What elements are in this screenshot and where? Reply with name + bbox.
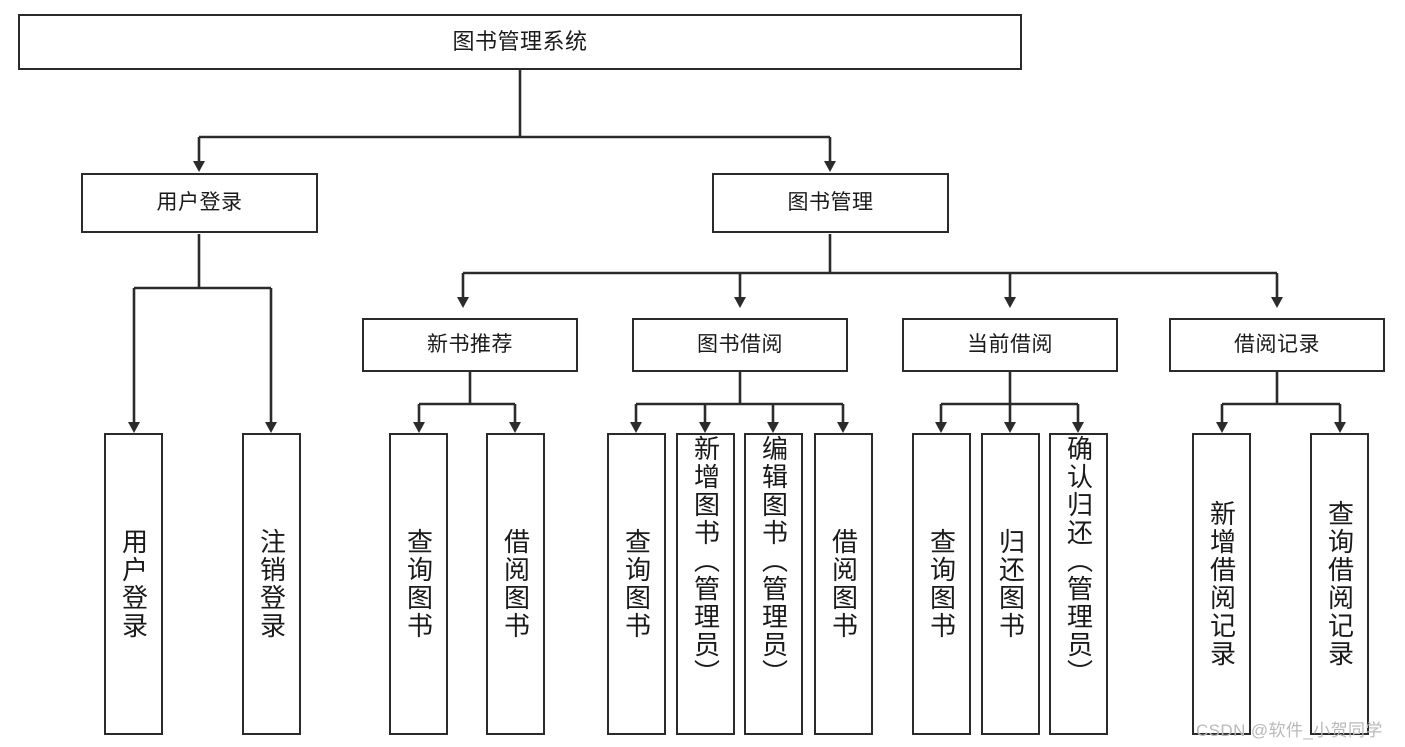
node-label: 确认归还（管理员） [1063,435,1094,687]
node-label: 借阅图书 [828,528,859,640]
node-label: 用户登录 [156,191,243,215]
leaf-borrow-add-book-admin[interactable]: 新增图书（管理员） [676,433,735,735]
leaf-user-login-logout[interactable]: 注销登录 [242,433,301,735]
node-current-borrow[interactable]: 当前借阅 [902,318,1118,372]
leaf-borrow-borrow-book[interactable]: 借阅图书 [814,433,873,735]
node-label: 查询图书 [621,528,652,640]
node-label: 借阅图书 [500,528,531,640]
node-label: 用户登录 [118,528,149,640]
leaf-record-add-record[interactable]: 新增借阅记录 [1192,433,1251,735]
node-label: 归还图书 [995,528,1026,640]
leaf-recommend-query-book[interactable]: 查询图书 [389,433,448,735]
leaf-borrow-edit-book-admin[interactable]: 编辑图书（管理员） [744,433,803,735]
node-user-login[interactable]: 用户登录 [81,173,318,233]
node-label: 图书管理系统 [452,28,588,54]
node-label: 图书借阅 [697,333,783,357]
csdn-watermark: CSDN @软件_小贺同学 [1196,721,1383,740]
node-book-management[interactable]: 图书管理 [712,173,949,233]
node-root-system[interactable]: 图书管理系统 [18,14,1022,70]
node-label: 新增图书（管理员） [690,435,721,687]
leaf-borrow-query-book[interactable]: 查询图书 [607,433,666,735]
node-book-borrow[interactable]: 图书借阅 [632,318,848,372]
leaf-user-login-login[interactable]: 用户登录 [104,433,163,735]
node-label: 借阅记录 [1234,333,1320,357]
node-new-book-recommend[interactable]: 新书推荐 [362,318,578,372]
node-label: 新书推荐 [427,333,513,357]
node-label: 图书管理 [787,191,874,215]
leaf-current-confirm-return-admin[interactable]: 确认归还（管理员） [1049,433,1108,735]
node-label: 新增借阅记录 [1206,500,1237,668]
node-label: 当前借阅 [967,333,1053,357]
node-label: 查询图书 [403,528,434,640]
leaf-recommend-borrow-book[interactable]: 借阅图书 [486,433,545,735]
leaf-record-query-record[interactable]: 查询借阅记录 [1310,433,1369,735]
node-label: 查询借阅记录 [1324,500,1355,668]
node-borrow-record[interactable]: 借阅记录 [1169,318,1385,372]
node-label: 查询图书 [926,528,957,640]
leaf-current-query-book[interactable]: 查询图书 [912,433,971,735]
node-label: 注销登录 [256,528,287,640]
node-label: 编辑图书（管理员） [758,435,789,687]
leaf-current-return-book[interactable]: 归还图书 [981,433,1040,735]
